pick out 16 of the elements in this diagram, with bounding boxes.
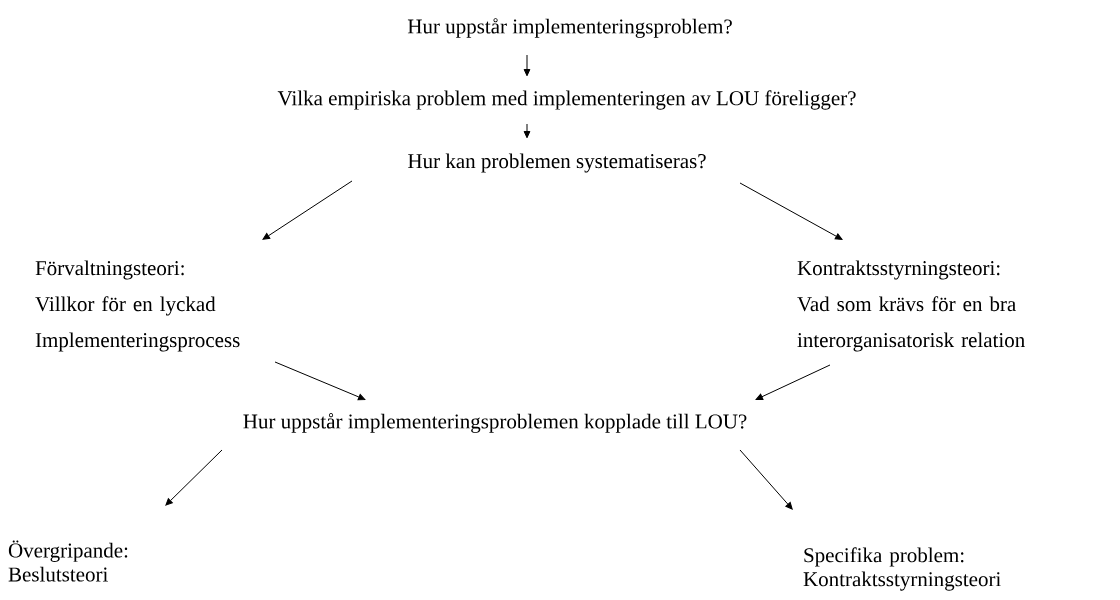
arrow <box>262 180 353 240</box>
question-text: Vilka empiriska problem med implementeringen av LOU föreligger? <box>277 90 856 110</box>
arrow <box>165 449 223 506</box>
question-text: Övergripande: Beslutsteori <box>8 540 128 582</box>
question-text: Hur uppstår implementeringsproblem? <box>407 18 732 38</box>
arrow <box>523 123 531 139</box>
question-text: Förvaltningsteori: Villkor för en lyckad Implementeringsprocess <box>35 260 240 352</box>
question-text: Hur kan problemen systematiseras? <box>408 153 706 173</box>
arrow <box>523 54 531 77</box>
question-text: Specifika problem: Kontraktsstyrningsteori <box>803 547 1001 591</box>
arrow <box>739 449 793 510</box>
arrow <box>739 182 843 240</box>
arrow <box>755 364 831 400</box>
question-text: Hur uppstår implementeringsproblemen kopplade till LOU? <box>243 413 747 433</box>
arrow <box>274 361 366 401</box>
question-text: Kontraktsstyrningsteori: Vad som krävs för en bra interorganisatorisk relation <box>797 260 1025 352</box>
